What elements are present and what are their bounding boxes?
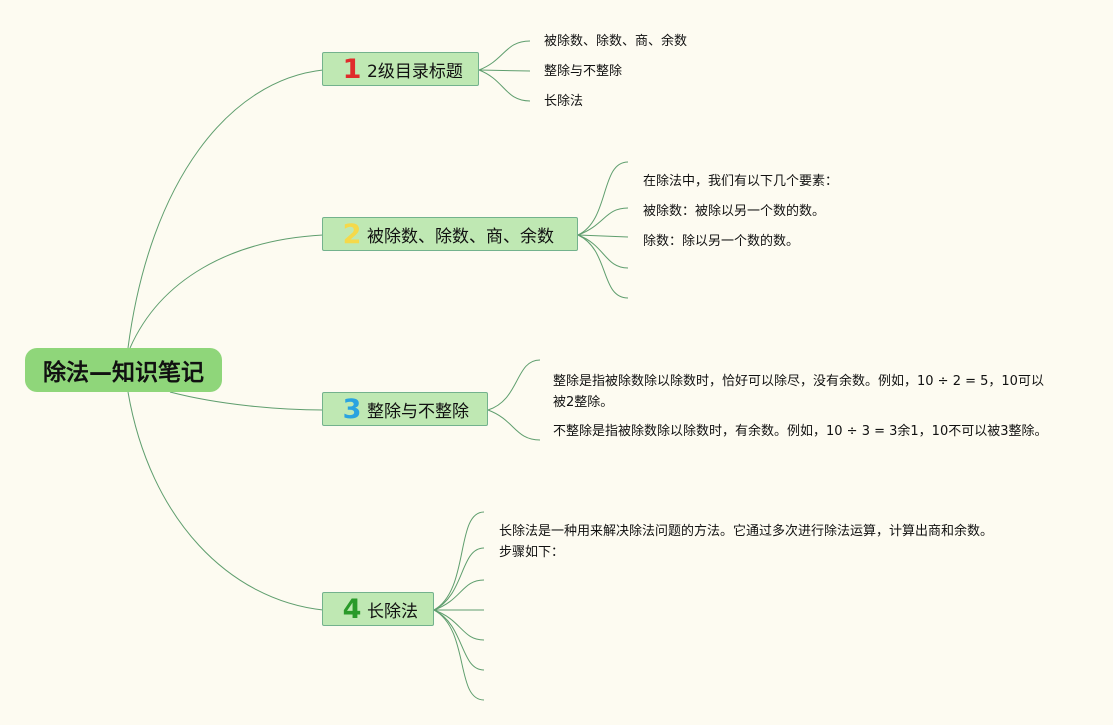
topic-1-leaf-3[interactable]: 长除法 (544, 94, 584, 109)
topic-1-leaf-1[interactable]: 被除数、除数、商、余数 (544, 34, 688, 49)
root-topic[interactable]: 除法—知识笔记 (25, 348, 222, 392)
topic-2-title: 被除数、除数、商、余数 (367, 226, 554, 247)
topic-3-leaf-1[interactable]: 整除是指被除数除以除数时，恰好可以除尽，没有余数。例如，10 ÷ 2 = 5，1… (553, 374, 1044, 410)
topic-4-leaf-1[interactable]: 长除法是一种用来解决除法问题的方法。它通过多次进行除法运算，计算出商和余数。步骤… (499, 524, 994, 560)
topic-1-title: 2级目录标题 (367, 61, 463, 82)
connector-root-topic-1 (127, 69, 324, 349)
number-4-icon: 4 (342, 593, 362, 625)
topic-1-leaf-2[interactable]: 整除与不整除 (544, 64, 623, 79)
number-3-icon: 3 (342, 393, 362, 425)
topic-2[interactable]: 2 被除数、除数、商、余数 (322, 217, 578, 251)
topic-4[interactable]: 4 长除法 (322, 592, 434, 626)
topic-3[interactable]: 3 整除与不整除 (322, 392, 488, 426)
number-2-icon: 2 (342, 218, 362, 250)
number-1-icon: 1 (342, 53, 362, 85)
root-title: 除法—知识笔记 (43, 360, 204, 386)
topic-2-leaf-2[interactable]: 被除数：被除以另一个数的数。 (643, 204, 826, 219)
connector-root-topic-3 (169, 391, 324, 411)
topic-2-leaf-1[interactable]: 在除法中，我们有以下几个要素： (643, 174, 839, 189)
topic-3-title: 整除与不整除 (367, 401, 469, 422)
topic-4-title: 长除法 (367, 601, 418, 622)
topic-2-leaf-3[interactable]: 除数：除以另一个数的数。 (643, 234, 800, 249)
topic-1[interactable]: 1 2级目录标题 (322, 52, 479, 86)
connector-root-topic-4 (127, 391, 324, 611)
topic-3-leaf-2[interactable]: 不整除是指被除数除以除数时，有余数。例如，10 ÷ 3 = 3余1，10不可以被… (553, 424, 1048, 439)
connector-root-topic-2 (129, 234, 324, 349)
